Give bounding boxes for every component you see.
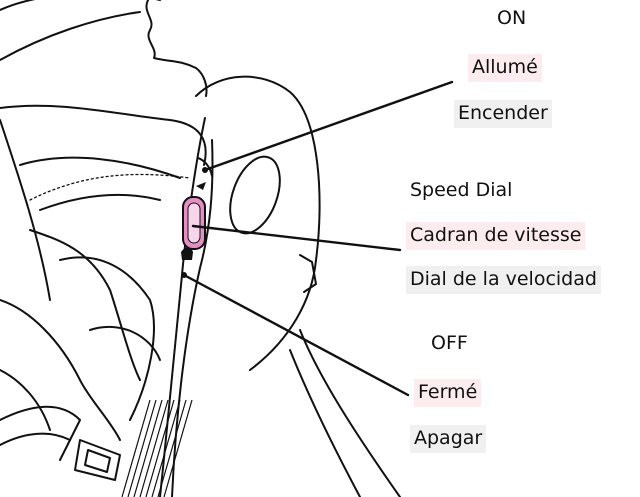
speed-dial-label-es: Dial de la velocidad [406,266,601,294]
arm-outline-left [160,118,205,497]
canopy-stitch [30,174,190,200]
canopy-fold-2 [40,195,160,210]
speed-dial [183,197,205,249]
handle-outer [0,0,160,10]
handle-grip [146,0,206,96]
leader-speed-dial [193,226,400,250]
speed-dial-label-fr: Cadran de vitesse [406,222,585,250]
frame-leg-front [300,330,400,497]
hub-outline [196,77,320,370]
on-label-en: ON [497,5,526,33]
handle-inner [0,12,140,60]
canopy-edge [0,106,206,165]
speed-dial-label-en: Speed Dial [410,177,512,205]
off-label-es: Apagar [410,425,486,453]
leader-on [205,82,452,170]
buckle-inner [85,450,110,472]
off-label-en: OFF [431,330,468,358]
hub-oval [221,150,290,240]
padding-curve-5 [0,370,50,430]
frame-rear [300,255,316,292]
padding-curve-3 [0,300,120,440]
padding-curve-4 [60,257,154,420]
leader-off [184,275,408,395]
on-label-es: Encender [454,100,552,128]
padding-curve-2 [30,230,140,380]
buckle-outline [75,440,120,480]
slow-symbol [181,248,193,261]
on-label-fr: Allumé [468,54,542,82]
padding-curve-6 [90,327,160,360]
harness-strap-bottom [0,434,70,445]
off-label-fr: Fermé [414,379,481,407]
fast-symbol [196,182,206,190]
